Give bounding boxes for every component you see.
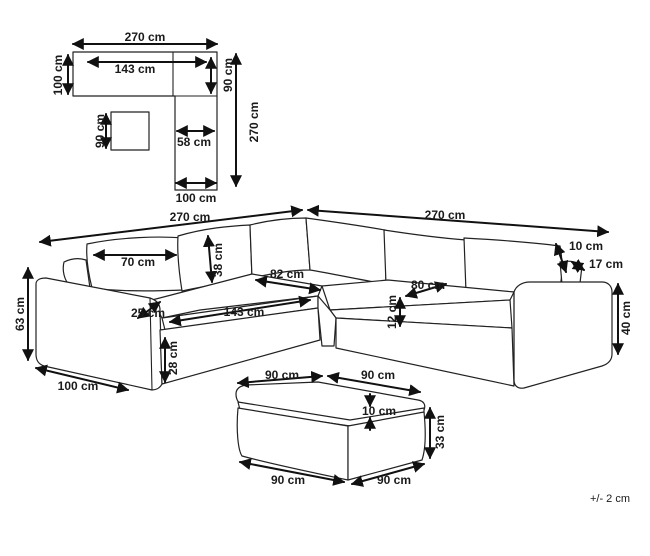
ottoman-view: 90 cm 90 cm 10 cm 33 cm 90 cm 90 cm xyxy=(235,368,447,487)
sofa-seat-cushion-height-label: 12 cm xyxy=(385,295,399,329)
plan-ottoman-side-label: 90 cm xyxy=(93,114,107,148)
dim-line xyxy=(236,370,324,389)
plan-bottom-width-label: 100 cm xyxy=(176,191,217,205)
right-base xyxy=(335,317,515,387)
dim-line xyxy=(404,281,448,299)
plan-left-depth-label: 100 cm xyxy=(51,55,65,96)
dim-line xyxy=(202,234,218,284)
dim-line xyxy=(34,364,130,394)
dim-line xyxy=(137,301,161,319)
dim-line xyxy=(254,275,322,295)
sofa-left-length-label: 270 cm xyxy=(170,210,211,224)
plan-inner-length-label: 143 cm xyxy=(115,62,156,76)
dim-line xyxy=(571,259,585,273)
sofa-right-seat-label: 80 cm xyxy=(411,278,445,292)
dim-line xyxy=(553,242,569,274)
sofa-arm-height-right-label: 40 cm xyxy=(619,301,633,335)
right-armrest xyxy=(513,281,613,389)
dim-line xyxy=(238,458,346,486)
dim-line xyxy=(168,295,312,327)
ottoman-top-depth-label: 90 cm xyxy=(361,368,395,382)
sofa-cushion-width-label: 70 cm xyxy=(121,255,155,269)
plan-total-width-label: 270 cm xyxy=(125,30,166,44)
ottoman-top-width-label: 90 cm xyxy=(265,368,299,382)
dim-line xyxy=(306,204,610,238)
sofa-corner-seat-label: 82 cm xyxy=(270,267,304,281)
plan-outline xyxy=(72,51,218,191)
sofa-arm-height-left-label: 63 cm xyxy=(13,297,27,331)
plan-ottoman xyxy=(110,111,150,151)
dim-line xyxy=(326,371,422,397)
ottoman-height-label: 33 cm xyxy=(433,415,447,449)
ottoman-bottom-width-label: 90 cm xyxy=(271,473,305,487)
sofa-cushion-height-label: 38 cm xyxy=(211,243,225,277)
back-cushion xyxy=(305,217,387,285)
plan-seat-width-label: 58 cm xyxy=(177,135,211,149)
sofa-right-length-label: 270 cm xyxy=(425,208,466,222)
sofa-armrest-width-label: 25 cm xyxy=(131,306,165,320)
dim-line xyxy=(38,205,304,247)
dim-line xyxy=(350,461,426,487)
sofa-seat-length-label: 143 cm xyxy=(224,305,265,319)
corner-base xyxy=(317,295,337,347)
sofa-arm-top-label: 10 cm xyxy=(569,239,603,253)
sofa-left-depth-label: 100 cm xyxy=(58,379,99,393)
ottoman-cushion-height-label: 10 cm xyxy=(362,404,396,418)
plan-total-length-label: 270 cm xyxy=(247,102,261,143)
plan-right-depth-label: 90 cm xyxy=(221,58,235,92)
tolerance-note: +/- 2 cm xyxy=(590,493,630,505)
plan-view: 270 cm 143 cm 100 cm 90 cm 270 cm 90 cm … xyxy=(51,30,261,205)
ottoman-bottom-depth-label: 90 cm xyxy=(377,473,411,487)
sofa-seat-height-label: 28 cm xyxy=(166,341,180,375)
sofa-view: 270 cm 270 cm 70 cm 38 cm 82 cm 80 cm 63… xyxy=(13,204,633,394)
sofa-arm-width-label: 17 cm xyxy=(589,257,623,271)
